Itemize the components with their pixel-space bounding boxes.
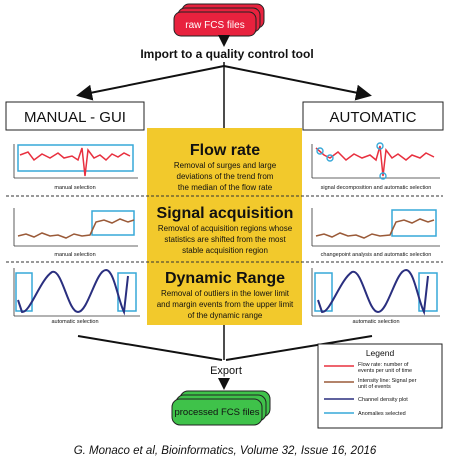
yellow-center-panel [147, 128, 302, 325]
flow-right-caption: signal decomposition and automatic selec… [321, 185, 432, 191]
processed-fcs-files-box: processed FCS files [171, 390, 271, 426]
auto-upper-limit-selection [418, 272, 438, 312]
legend-flow-line-2: events per unit of time [358, 368, 412, 374]
manual-signal-selection [91, 210, 135, 236]
legend-intensity-line-2: unit of events [358, 384, 391, 390]
automatic-label: AUTOMATIC [330, 109, 417, 126]
anomaly-markers [316, 142, 387, 180]
legend-density-line-1: Channel density plot [358, 397, 408, 403]
flow-rate-desc-1: Removal of surges and large [174, 161, 277, 170]
signal-desc-1: Removal of acquisition regions whose [158, 224, 293, 233]
signal-left-caption: manual selection [54, 252, 95, 258]
automatic-signal-selection [391, 209, 437, 237]
automatic-flow-rate-plot: signal decomposition and automatic selec… [311, 142, 440, 191]
dynamic-range-title: Dynamic Range [165, 270, 285, 287]
dynamic-desc-2: and margin events from the upper limit [157, 300, 294, 309]
dynamic-right-caption: automatic selection [352, 319, 399, 325]
automatic-density-plot: automatic selection [311, 268, 440, 325]
manual-gui-label: MANUAL - GUI [24, 109, 126, 126]
dynamic-desc-1: Removal of outliers in the lower limit [161, 289, 290, 298]
dynamic-left-caption: automatic selection [51, 319, 98, 325]
manual-anomaly-selection [17, 144, 134, 172]
legend-anomaly-line-1: Anomalies selected [358, 411, 406, 417]
manual-gui-box [5, 101, 145, 131]
raw-fcs-files-label: raw FCS files [185, 20, 244, 31]
flow-rate-desc-3: the median of the flow rate [178, 183, 273, 192]
legend-intensity-line-1: Intensity line: Signal per [358, 378, 417, 384]
dynamic-desc-3: of the dynamic range [188, 311, 263, 320]
export-label: Export [210, 365, 242, 377]
legend-title: Legend [366, 348, 395, 358]
manual-signal-plot: manual selection [13, 208, 138, 258]
signal-desc-2: statistics are shifted from the most [164, 235, 286, 244]
citation: G. Monaco et al, Bioinformatics, Volume … [74, 445, 377, 457]
signal-desc-3: stable acquisition region [182, 246, 268, 255]
legend: Legend Flow rate: number of events per u… [317, 343, 443, 429]
automatic-box [302, 101, 444, 131]
import-label: Import to a quality control tool [140, 47, 313, 61]
legend-flow-line-1: Flow rate: number of [358, 362, 409, 368]
flow-left-caption: manual selection [54, 185, 95, 191]
flow-rate-title: Flow rate [190, 142, 260, 159]
flow-rate-desc-2: deviations of the trend from [177, 172, 274, 181]
signal-right-caption: changepoint analysis and automatic selec… [321, 252, 432, 258]
manual-flow-rate-plot: manual selection [13, 144, 138, 191]
manual-density-plot: automatic selection [13, 268, 140, 325]
signal-acquisition-title: Signal acquisition [157, 205, 294, 222]
automatic-signal-plot: changepoint analysis and automatic selec… [311, 208, 440, 258]
processed-fcs-files-label: processed FCS files [174, 407, 259, 418]
raw-fcs-files-box: raw FCS files [173, 3, 265, 37]
